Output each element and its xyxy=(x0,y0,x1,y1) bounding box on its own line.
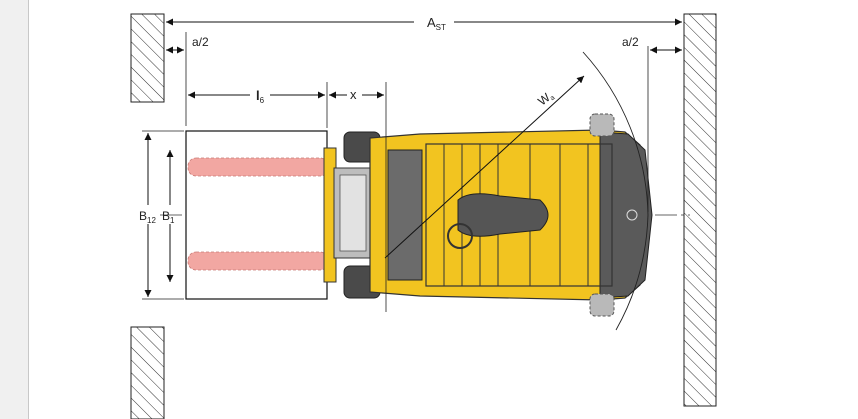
overhead-guard xyxy=(425,143,613,287)
label-b1: B1 xyxy=(162,209,175,225)
rear-wheel-bottom xyxy=(589,293,615,317)
turning-radius-line xyxy=(384,75,585,259)
fork-bottom xyxy=(187,251,329,271)
label-a2-left: a/2 xyxy=(192,35,209,49)
left-wall-top xyxy=(130,13,165,103)
label-l6: l6 xyxy=(256,88,265,105)
label-x: x xyxy=(350,87,357,102)
label-wa: Wa xyxy=(535,88,556,109)
turning-arc-top xyxy=(582,51,649,216)
load-outline xyxy=(185,130,328,300)
tow-pin xyxy=(626,209,638,221)
label-ast: AST xyxy=(427,15,446,32)
right-wall xyxy=(683,13,717,407)
left-sidebar xyxy=(0,0,29,419)
diagram-canvas: AST a/2 a/2 l6 x Wa B12 B1 xyxy=(29,0,858,419)
counterweight xyxy=(599,131,653,299)
mast-inner xyxy=(339,174,367,252)
left-wall-bottom xyxy=(130,326,165,419)
forklift-aisle-diagram: AST a/2 a/2 l6 x Wa B12 B1 xyxy=(130,13,717,419)
operator-seat xyxy=(457,193,549,237)
steering-wheel xyxy=(447,223,473,249)
label-b12: B12 xyxy=(139,209,156,225)
dashboard xyxy=(387,149,423,281)
turning-arc-bottom xyxy=(615,214,649,331)
rear-wheel-top xyxy=(589,113,615,137)
label-a2-right: a/2 xyxy=(622,35,639,49)
fork-top xyxy=(187,157,329,177)
